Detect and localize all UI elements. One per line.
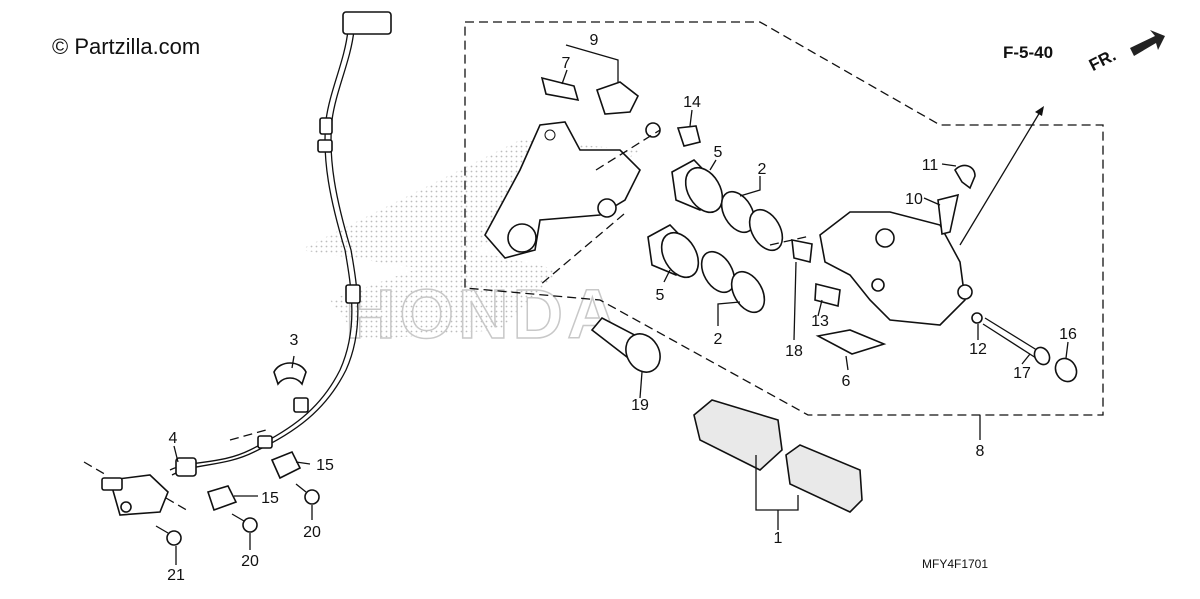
reference-link[interactable]: F-5-40: [1003, 43, 1054, 62]
callout-11: 11: [922, 157, 939, 174]
pad-shim-6: [815, 329, 887, 355]
callout-17: 17: [1013, 365, 1031, 382]
brake-pads-1: [693, 399, 863, 513]
callout-3: 3: [290, 332, 299, 349]
wire-clamp-3: [273, 362, 307, 386]
callout-2a: 2: [758, 161, 767, 178]
callout-15a: 15: [316, 457, 334, 474]
seal-2b: [748, 208, 784, 252]
callout-12: 12: [969, 341, 987, 358]
callout-4: 4: [169, 430, 178, 447]
callout-20b: 20: [241, 553, 259, 570]
connector-icon: [342, 11, 392, 35]
callout-20a: 20: [303, 524, 321, 541]
copyright-text: © Partzilla.com: [52, 34, 201, 59]
callout-5a: 5: [714, 144, 723, 161]
retainer-9: [595, 81, 640, 115]
callout-6: 6: [842, 373, 851, 390]
fitting-13: [814, 282, 841, 308]
leader-lines: [83, 44, 1069, 565]
callout-13: 13: [811, 313, 829, 330]
washer-12: [971, 312, 983, 324]
bolt-21: [155, 525, 182, 546]
boot-19: [590, 316, 661, 373]
caliper-body: [819, 211, 973, 326]
callout-5b: 5: [656, 287, 665, 304]
caliper-assembly-outline: [464, 21, 1104, 416]
pad-spring-7: [540, 76, 580, 102]
seal-2c: [700, 250, 736, 294]
callout-19: 19: [631, 397, 649, 414]
callout-16: 16: [1059, 326, 1077, 343]
washer-icon: [645, 122, 661, 138]
wire-clip-15a: [270, 450, 302, 480]
abs-sensor-wire: [169, 11, 392, 477]
callout-1: 1: [774, 530, 783, 547]
diagram-code: MFY4F1701: [922, 557, 989, 571]
callout-7: 7: [562, 55, 571, 72]
caliper-bracket: [484, 121, 641, 259]
callout-21: 21: [167, 567, 185, 584]
bolt-18: [791, 239, 813, 263]
bleeder-10: [937, 193, 960, 235]
front-arrow-icon: [1130, 30, 1165, 56]
bleeder-14: [676, 125, 701, 147]
plug-16: [1054, 357, 1078, 383]
pad-pin-17: [982, 317, 1051, 366]
callout-18: 18: [785, 343, 803, 360]
wire-clip-15b: [206, 485, 238, 512]
piston-5-lower: [647, 224, 700, 279]
callout-14: 14: [683, 94, 701, 111]
watermark-text: HONDA: [345, 275, 622, 353]
callout-2b: 2: [714, 331, 723, 348]
callout-15b: 15: [261, 490, 279, 507]
piston-5-upper: [671, 159, 724, 214]
wheel-speed-sensor: [101, 474, 169, 516]
callout-9: 9: [590, 32, 599, 49]
callout-numbers: 1 2 2 3 4 5 5 6 7 8 9 10 11 12 13 14 15 …: [167, 32, 1077, 584]
seal-2a: [720, 190, 756, 234]
bolt-20b: [231, 513, 258, 533]
cap-11: [954, 164, 976, 190]
callout-10: 10: [905, 191, 923, 208]
callout-8: 8: [976, 443, 985, 460]
bolt-20a: [295, 483, 320, 505]
